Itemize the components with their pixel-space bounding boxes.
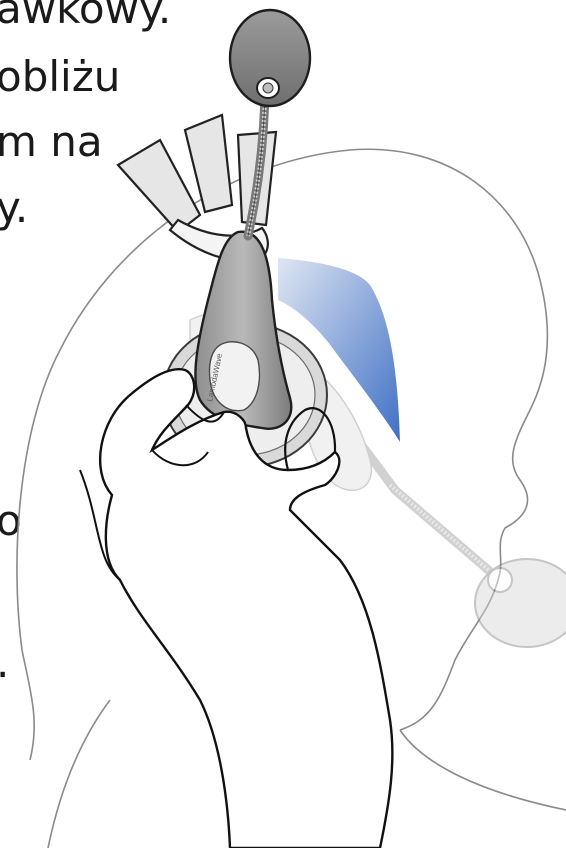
back-neck-outline: [22, 650, 34, 760]
shoulder-outline: [48, 700, 110, 848]
neck-outline: [400, 730, 566, 810]
